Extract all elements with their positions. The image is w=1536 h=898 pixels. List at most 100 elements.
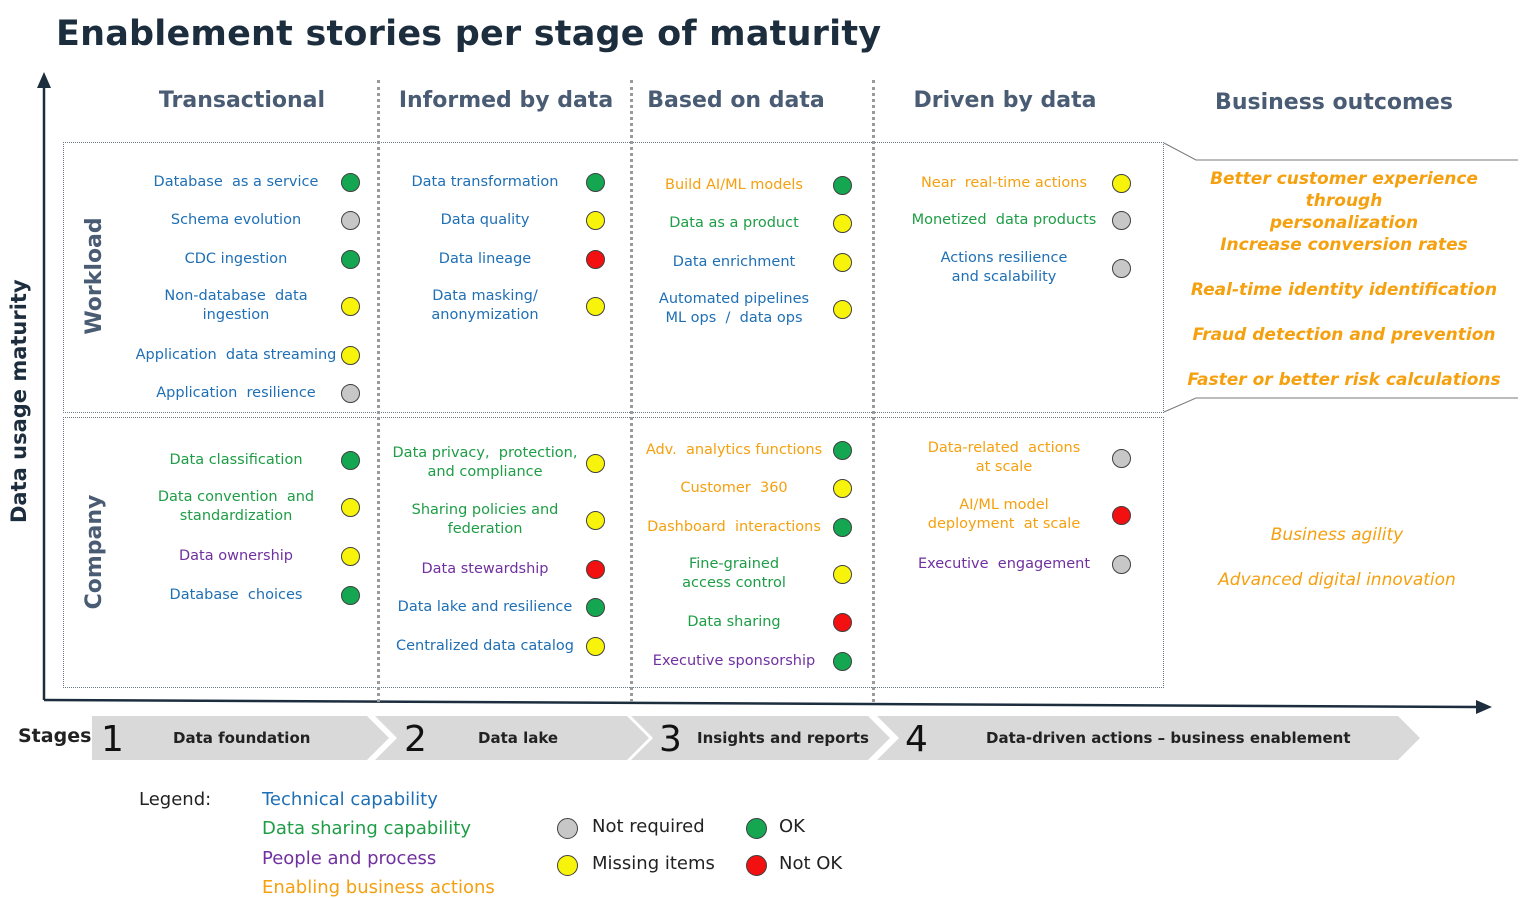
- company-stage2-item-3: Data lake and resilience: [397, 598, 573, 615]
- legend-people-and-process: People and process: [262, 848, 437, 869]
- stage-separator-1: [377, 80, 380, 702]
- workload-stage3-status-dot-3: [833, 299, 852, 319]
- workload-stage1-status-dot-5: [341, 383, 360, 403]
- workload-stage4-item-0: Near real-time actions: [920, 174, 1088, 191]
- column-header-based-on-data: Based on data: [647, 88, 825, 113]
- outcome-workload-2: Real-time identity identification: [1190, 280, 1498, 300]
- company-stage2-item-1: Sharing policies and federation: [411, 502, 559, 537]
- y-axis-label: Data usage maturity: [7, 279, 31, 523]
- legend-data-sharing-capability: Data sharing capability: [262, 818, 471, 839]
- column-header-business-outcomes: Business outcomes: [1215, 90, 1453, 115]
- workload-stage4-status-dot-2: [1112, 258, 1131, 278]
- company-stage3-status-dot-1: [833, 478, 852, 498]
- workload-stage4-status-dot-0: [1112, 173, 1131, 193]
- legend-not-ok-label: Not OK: [779, 853, 843, 874]
- company-stage1-item-1: Data convention and standardization: [157, 489, 315, 524]
- company-stage2-item-4: Centralized data catalog: [396, 637, 574, 654]
- workload-stage1-status-dot-1: [341, 210, 360, 230]
- y-axis-arrow: [37, 72, 51, 88]
- legend-technical-capability: Technical capability: [262, 789, 438, 810]
- x-axis-arrow: [1476, 700, 1492, 714]
- stage-4-label: Data-driven actions – business enablemen…: [986, 729, 1351, 747]
- workload-stage4-item-1: Monetized data products: [911, 211, 1097, 228]
- stage-chevron-1: [92, 716, 389, 760]
- company-stage4-item-1: AI/ML model deployment at scale: [927, 497, 1081, 532]
- workload-stage3-item-0: Build AI/ML models: [665, 176, 803, 193]
- company-stage3-item-3: Fine-grained access control: [682, 556, 786, 591]
- workload-stage1-item-3: Non-database data ingestion: [164, 288, 308, 323]
- legend-ok-label: OK: [779, 816, 805, 837]
- workload-stage1-item-4: Application data streaming: [135, 346, 337, 363]
- stage-3-number: 3: [659, 719, 682, 760]
- company-stage3-status-dot-0: [833, 440, 852, 460]
- workload-stage3-status-dot-2: [833, 252, 852, 272]
- outcome-connector-top: [1163, 142, 1518, 161]
- stage-chevron-2: [375, 716, 649, 760]
- column-header-driven-by-data: Driven by data: [913, 88, 1097, 113]
- company-stage3-status-dot-4: [833, 612, 852, 632]
- company-stage3-item-5: Executive sponsorship: [652, 652, 816, 669]
- outcome-company-0: Business agility: [1270, 525, 1404, 545]
- legend-enabling-business-actions: Enabling business actions: [262, 877, 495, 898]
- company-stage4-status-dot-2: [1112, 554, 1131, 574]
- outcome-workload-4: Faster or better risk calculations: [1187, 370, 1501, 390]
- company-stage1-item-3: Database choices: [169, 586, 303, 603]
- stage-4-number: 4: [905, 719, 928, 760]
- stage-2-number: 2: [404, 719, 427, 760]
- company-stage3-item-0: Adv. analytics functions: [645, 441, 823, 458]
- workload-stage1-item-2: CDC ingestion: [184, 250, 288, 267]
- company-stage1-item-2: Data ownership: [178, 547, 293, 564]
- stage-3-label: Insights and reports: [697, 729, 869, 747]
- legend-missing-items-dot: [557, 855, 578, 876]
- legend-not-required-dot: [557, 818, 578, 839]
- company-stage1-status-dot-1: [341, 497, 360, 517]
- stage-1-label: Data foundation: [173, 729, 311, 747]
- outcome-connector-bottom: [1163, 397, 1518, 413]
- company-stage2-status-dot-2: [586, 559, 605, 579]
- workload-stage1-status-dot-2: [341, 249, 360, 269]
- column-header-transactional: Transactional: [158, 88, 326, 113]
- outcome-text: Better customer experience through perso…: [1210, 169, 1478, 233]
- workload-stage2-status-dot-1: [586, 210, 605, 230]
- workload-stage4-status-dot-1: [1112, 210, 1131, 230]
- company-stage4-item-2: Executive engagement: [917, 555, 1091, 572]
- workload-stage1-status-dot-4: [341, 345, 360, 365]
- company-stage3-item-4: Data sharing: [687, 613, 781, 630]
- company-stage1-status-dot-0: [341, 450, 360, 470]
- company-stage2-status-dot-4: [586, 636, 605, 656]
- company-panel: [63, 417, 1164, 688]
- workload-stage2-status-dot-2: [586, 249, 605, 269]
- workload-stage3-status-dot-0: [833, 175, 852, 195]
- column-header-informed-by-data: Informed by data: [398, 88, 614, 113]
- company-stage1-status-dot-3: [341, 585, 360, 605]
- row-label-workload: Workload: [82, 217, 107, 335]
- x-axis-line: [43, 698, 1479, 709]
- workload-stage1-item-1: Schema evolution: [170, 211, 302, 228]
- company-stage3-item-2: Dashboard interactions: [647, 518, 821, 535]
- workload-stage2-status-dot-0: [586, 172, 605, 192]
- stage-2-label: Data lake: [478, 729, 559, 747]
- workload-stage1-item-0: Database as a service: [153, 173, 319, 190]
- row-label-company: Company: [82, 494, 107, 610]
- workload-stage3-item-2: Data enrichment: [672, 253, 796, 270]
- workload-stage2-status-dot-3: [586, 296, 605, 316]
- company-stage2-status-dot-3: [586, 597, 605, 617]
- workload-stage3-item-3: Automated pipelines ML ops / data ops: [658, 291, 810, 326]
- workload-stage1-status-dot-0: [341, 172, 360, 192]
- outcome-workload-1: Increase conversion rates: [1220, 235, 1468, 255]
- page-title: Enablement stories per stage of maturity: [56, 14, 882, 54]
- workload-stage4-item-2: Actions resilience and scalability: [940, 250, 1068, 285]
- legend-ok-dot: [746, 818, 767, 839]
- workload-stage3-item-1: Data as a product: [669, 214, 799, 231]
- stages-label: Stages: [18, 725, 92, 747]
- stage-1-number: 1: [101, 719, 124, 760]
- company-stage2-status-dot-0: [586, 453, 605, 473]
- workload-stage2-item-0: Data transformation: [411, 173, 559, 190]
- stage-chevron-3: [631, 716, 890, 760]
- company-stage3-status-dot-3: [833, 564, 852, 584]
- outcome-workload-0: Better customer experience through perso…: [1170, 168, 1518, 234]
- legend-title: Legend:: [139, 789, 212, 810]
- stage-separator-3: [872, 80, 875, 702]
- stage-chevron-4: [877, 716, 1420, 760]
